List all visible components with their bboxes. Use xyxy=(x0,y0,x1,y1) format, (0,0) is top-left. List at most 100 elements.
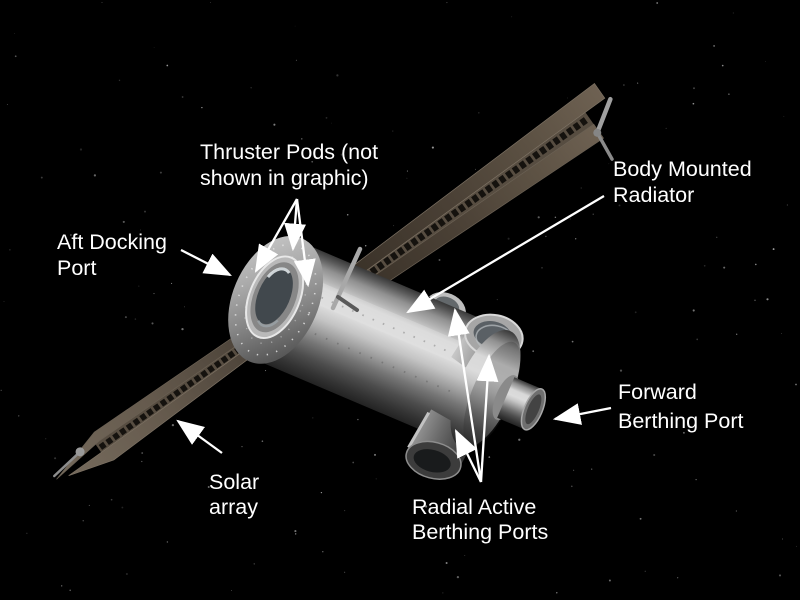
star xyxy=(619,369,623,372)
star xyxy=(511,16,513,18)
star xyxy=(781,333,782,334)
forward-berthing-port-opening xyxy=(525,394,542,425)
star xyxy=(569,218,571,220)
star xyxy=(0,389,2,392)
solar-array-upper-boom xyxy=(595,96,613,136)
star xyxy=(70,234,72,236)
star xyxy=(18,415,20,417)
star xyxy=(545,235,547,238)
label-radial-ports-line2: Berthing Ports xyxy=(412,520,548,544)
star xyxy=(124,316,127,319)
forward-berthing-port-tube xyxy=(497,377,542,430)
label-radial-ports-line1: Radial Active xyxy=(412,495,536,519)
star xyxy=(6,104,8,105)
star xyxy=(301,138,303,140)
star xyxy=(571,340,574,343)
star xyxy=(364,245,367,247)
star xyxy=(507,237,510,240)
star xyxy=(735,510,737,512)
star xyxy=(250,87,252,89)
star xyxy=(14,55,17,58)
solar-array-upper-strut xyxy=(595,131,614,161)
star xyxy=(692,102,695,105)
star xyxy=(464,555,466,556)
arrow-aft-docking-port xyxy=(180,248,232,277)
label-thruster-pods-line2: shown in graphic) xyxy=(200,166,369,190)
star xyxy=(573,469,575,471)
star xyxy=(134,318,137,320)
arrow-body-mounted-radiator xyxy=(406,195,605,314)
star xyxy=(677,577,679,579)
star xyxy=(425,505,428,508)
star xyxy=(295,59,297,61)
star xyxy=(231,590,232,591)
star xyxy=(45,438,47,440)
label-body-mounted-radiator-line1: Body Mounted xyxy=(613,157,752,181)
star xyxy=(456,575,460,579)
star xyxy=(166,64,169,67)
star xyxy=(69,589,71,592)
star xyxy=(703,264,706,267)
star xyxy=(181,96,184,98)
star xyxy=(716,236,718,238)
star xyxy=(101,2,103,3)
star xyxy=(795,383,797,386)
star xyxy=(144,210,146,213)
star xyxy=(728,93,730,95)
star xyxy=(122,220,125,223)
star xyxy=(795,545,797,547)
star xyxy=(344,571,346,573)
label-solar-array-line1: Solar xyxy=(209,470,259,494)
star xyxy=(695,478,697,481)
star xyxy=(110,498,113,501)
solar-array-lower xyxy=(53,328,260,480)
star xyxy=(357,418,359,421)
star xyxy=(786,204,789,206)
star xyxy=(118,79,121,82)
star xyxy=(764,61,766,62)
forward-end-cap-shadow xyxy=(463,341,521,447)
star xyxy=(294,530,297,533)
star xyxy=(171,282,173,284)
star xyxy=(496,299,498,301)
aft-docking-port-window xyxy=(255,267,293,325)
star xyxy=(325,117,328,119)
star xyxy=(331,122,332,124)
star xyxy=(9,249,11,251)
star xyxy=(723,266,726,269)
star xyxy=(618,204,621,207)
star xyxy=(518,438,521,441)
label-aft-docking-port-line2: Port xyxy=(57,256,96,280)
star xyxy=(273,123,276,126)
star xyxy=(392,130,394,132)
star xyxy=(61,585,63,587)
star xyxy=(320,491,323,494)
arrow-radial-port-2 xyxy=(476,353,499,483)
star xyxy=(249,517,250,519)
arrow-radial-port-3 xyxy=(454,429,483,483)
star xyxy=(693,87,695,90)
star xyxy=(181,327,184,331)
star xyxy=(340,153,343,156)
star xyxy=(295,533,297,535)
star xyxy=(475,168,476,170)
star xyxy=(241,445,243,448)
star xyxy=(3,301,5,302)
star xyxy=(732,12,734,14)
label-forward-berthing-port-line2: Berthing Port xyxy=(618,409,744,433)
star xyxy=(159,171,162,174)
radial-berthing-port-bottom-glint xyxy=(407,411,431,449)
forward-end-cap xyxy=(450,330,521,448)
star xyxy=(592,213,594,215)
label-solar-array-line2: array xyxy=(209,495,258,519)
star xyxy=(14,33,16,35)
star xyxy=(772,248,775,251)
star xyxy=(637,82,639,84)
star xyxy=(488,456,491,458)
star xyxy=(556,592,558,594)
arrow-forward-berthing-port xyxy=(552,403,612,425)
star xyxy=(431,146,434,149)
